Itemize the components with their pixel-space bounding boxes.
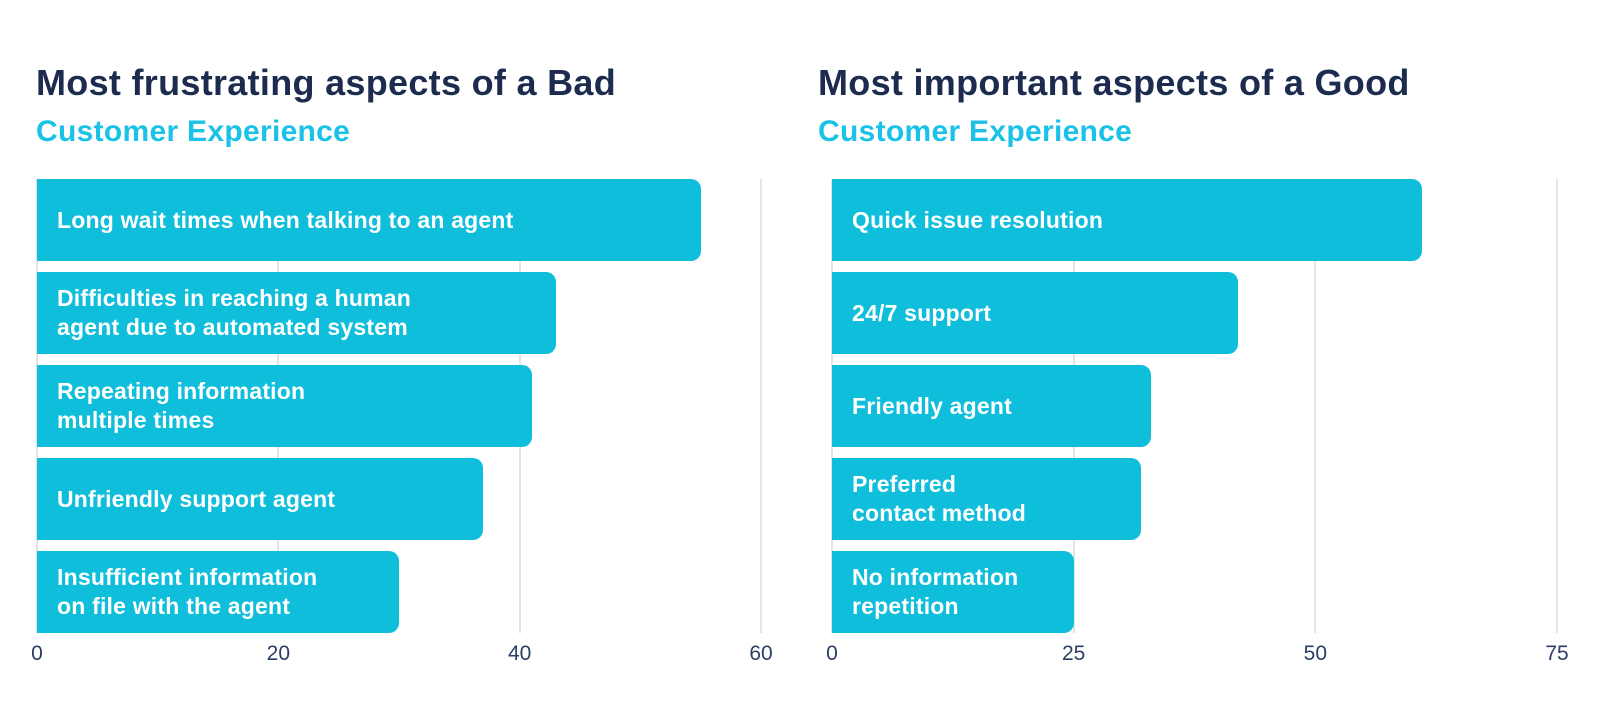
bar-label: Quick issue resolution xyxy=(852,206,1104,233)
bar-label: Difficulties in reaching a human agent d… xyxy=(57,285,412,341)
bar: Quick issue resolution xyxy=(832,179,1422,262)
bar-label: Friendly agent xyxy=(852,392,1012,419)
chart-good-customer-experience: Most important aspects of a Good Custome… xyxy=(818,62,1578,665)
x-axis: 0 25 50 75 xyxy=(826,642,1569,670)
x-tick-label: 60 xyxy=(749,642,773,666)
chart-title: Most important aspects of a Good xyxy=(818,62,1410,103)
x-tick-label: 40 xyxy=(507,642,532,666)
bar-label: Preferred contact method xyxy=(852,471,1027,527)
bar: Repeating information multiple times xyxy=(37,365,532,448)
bar-row: Insufficient information on file with th… xyxy=(37,551,761,634)
x-tick-label: 75 xyxy=(1545,642,1569,666)
x-tick-label: 0 xyxy=(826,642,838,666)
x-axis: 0 20 40 60 xyxy=(31,642,773,670)
bar-row: Repeating information multiple times xyxy=(37,365,761,448)
gridline xyxy=(1314,179,1317,634)
bar-label: No information repetition xyxy=(852,564,1019,620)
bar-row: Difficulties in reaching a human agent d… xyxy=(37,272,761,355)
bar-row: Unfriendly support agent xyxy=(37,458,761,541)
gridline xyxy=(1556,179,1558,634)
bar-label: Insufficient information on file with th… xyxy=(57,564,318,620)
bar: Insufficient information on file with th… xyxy=(37,551,399,634)
bar: Preferred contact method xyxy=(832,458,1142,541)
bar-label: Long wait times when talking to an agent xyxy=(57,206,514,233)
bar-row: Quick issue resolution xyxy=(832,179,1557,262)
bar-label: Repeating information multiple times xyxy=(57,378,306,434)
bar-row: Long wait times when talking to an agent xyxy=(37,179,761,262)
bar-label: Unfriendly support agent xyxy=(57,485,336,512)
x-tick-label: 50 xyxy=(1303,642,1328,666)
bar-row: Preferred contact method xyxy=(832,458,1557,541)
bar: Difficulties in reaching a human agent d… xyxy=(37,272,556,355)
x-tick-label: 0 xyxy=(31,642,43,666)
x-tick-label: 25 xyxy=(1061,642,1086,666)
plot-area: Long wait times when talking to an agent… xyxy=(31,179,773,665)
bar: Long wait times when talking to an agent xyxy=(37,179,701,262)
bar: No information repetition xyxy=(832,551,1074,634)
bar-row: Friendly agent xyxy=(832,365,1557,448)
x-tick-label: 20 xyxy=(266,642,291,666)
bar-series: Long wait times when talking to an agent… xyxy=(37,179,761,634)
chart-subtitle: Customer Experience xyxy=(36,115,351,149)
bar-label: 24/7 support xyxy=(852,299,992,326)
bar: Friendly agent xyxy=(832,365,1151,448)
gridline xyxy=(760,179,762,634)
bar-row: 24/7 support xyxy=(832,272,1557,355)
bar-row: No information repetition xyxy=(832,551,1557,634)
chart-bad-customer-experience: Most frustrating aspects of a Bad Custom… xyxy=(31,62,781,665)
bar: 24/7 support xyxy=(832,272,1238,355)
chart-subtitle: Customer Experience xyxy=(818,115,1133,149)
chart-title: Most frustrating aspects of a Bad xyxy=(36,62,616,103)
bar: Unfriendly support agent xyxy=(37,458,484,541)
